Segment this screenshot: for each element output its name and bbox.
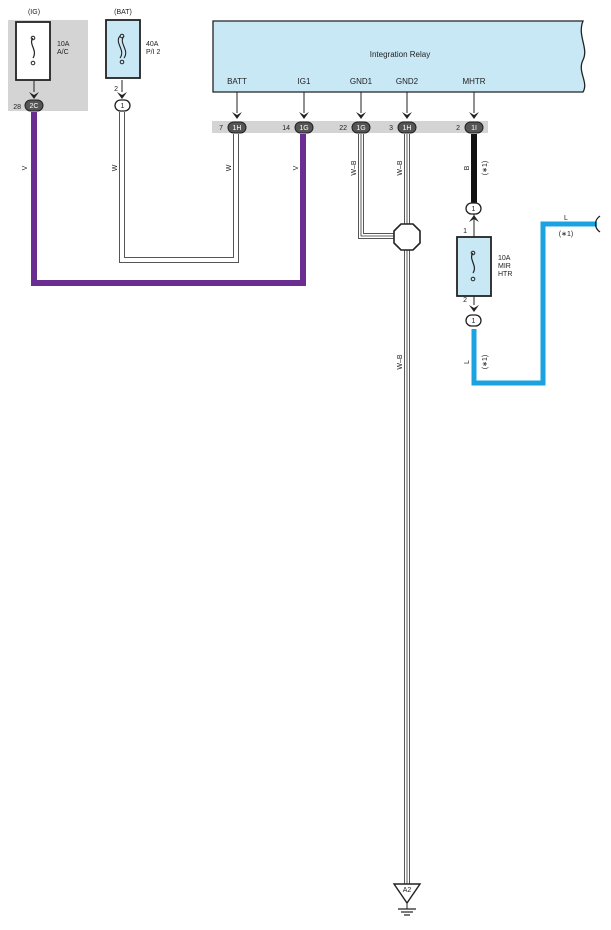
connector-gnd1-id: 1G bbox=[356, 125, 365, 132]
fuse-ac-source: (IG) bbox=[28, 9, 40, 16]
connector-batt-pin: 7 bbox=[219, 125, 223, 132]
pin-label-gnd2: GND2 bbox=[396, 77, 419, 86]
wire-label-b: B bbox=[464, 165, 471, 170]
fuse-mir-htr: 10A MIR HTR 1 2 bbox=[456, 228, 512, 304]
wire-break-mark bbox=[594, 215, 601, 233]
integration-relay-box bbox=[212, 20, 586, 93]
wire-label-wb-gnd2: W–B bbox=[397, 160, 404, 176]
connector-gnd1 bbox=[351, 121, 371, 134]
wire-label-wb-main: W–B bbox=[397, 354, 404, 370]
arrow-ac bbox=[29, 92, 39, 99]
wire-label-wb-gnd1: W–B bbox=[351, 160, 358, 176]
wire-wb-gnd1 bbox=[359, 134, 402, 238]
fuse-pi2: (BAT) 40A P/I 2 bbox=[105, 9, 161, 79]
wire-label-l-right: L bbox=[564, 215, 568, 222]
arrow-batt bbox=[232, 112, 242, 119]
connector-2c-id: 2C bbox=[30, 103, 39, 110]
wire-label-l-bottom-note: (∗1) bbox=[482, 355, 489, 369]
connector-strip bbox=[212, 121, 488, 133]
wire-label-w-right: W bbox=[226, 164, 233, 171]
wire-wb-gnd1-outline bbox=[358, 134, 402, 239]
connector-gnd2 bbox=[397, 121, 417, 134]
terminal-arrows bbox=[29, 92, 479, 312]
pin-label-batt: BATT bbox=[227, 77, 247, 86]
wire-wb-gnd1-stripe bbox=[360, 134, 402, 237]
fuse-mir-pin-bottom: 2 bbox=[463, 297, 467, 304]
connector-mhtr bbox=[464, 121, 484, 134]
fuse-ac-name: A/C bbox=[57, 49, 69, 56]
splice-point bbox=[393, 223, 421, 251]
relay-title: Integration Relay bbox=[370, 50, 430, 59]
fuse-mir-pin-top: 1 bbox=[463, 228, 467, 235]
wire-white bbox=[120, 112, 238, 262]
connector-batt bbox=[227, 121, 247, 134]
connector-gnd2-pin: 3 bbox=[389, 125, 393, 132]
wire-label-l-right-note: (∗1) bbox=[559, 231, 573, 238]
fuse-pi2-rating: 40A bbox=[146, 41, 159, 48]
fuse-ac: (IG) 10A A/C bbox=[15, 9, 70, 81]
connector-pi2-pin: 2 bbox=[114, 86, 118, 93]
fuse-pi2-name: P/I 2 bbox=[146, 49, 161, 56]
connector-pi2 bbox=[114, 99, 131, 112]
connector-2c bbox=[24, 99, 44, 112]
fuse-ac-rating: 10A bbox=[57, 41, 70, 48]
connector-ig1-id: 1G bbox=[299, 125, 308, 132]
connector-mir-bottom bbox=[465, 314, 482, 327]
connector-mir-top bbox=[465, 202, 482, 215]
arrow-gnd1 bbox=[356, 112, 366, 119]
connector-batt-id: 1H bbox=[233, 125, 242, 132]
wire-violet bbox=[31, 112, 306, 286]
arrow-mir-top bbox=[469, 215, 479, 222]
pin-label-mhtr: MHTR bbox=[462, 77, 485, 86]
ground-symbol: A2 bbox=[392, 883, 422, 916]
connector-gnd2-id: 1H bbox=[403, 125, 412, 132]
connector-mhtr-id: 1I bbox=[471, 125, 477, 132]
wire-label-w-left: W bbox=[112, 164, 119, 171]
relay-pin-leads bbox=[236, 92, 475, 113]
wire-label-v-right: V bbox=[293, 165, 300, 170]
ground-id: A2 bbox=[403, 887, 412, 894]
connector-2c-pin: 28 bbox=[13, 104, 21, 111]
connector-ig1 bbox=[294, 121, 314, 134]
arrow-mir-bottom bbox=[469, 305, 479, 312]
connector-mir-top-id: 1 bbox=[472, 206, 476, 213]
pin-label-gnd1: GND1 bbox=[350, 77, 373, 86]
wire-label-v-left: V bbox=[22, 165, 29, 170]
connector-ig1-pin: 14 bbox=[282, 125, 290, 132]
wire-label-l-bottom: L bbox=[464, 360, 471, 364]
wire-label-b-note: (∗1) bbox=[482, 161, 489, 175]
fuse-mir-name2: HTR bbox=[498, 271, 512, 278]
connector-mhtr-pin: 2 bbox=[456, 125, 460, 132]
connector-pi2-id: 1 bbox=[121, 103, 125, 110]
connector-mir-bottom-id: 1 bbox=[472, 318, 476, 325]
arrow-mhtr bbox=[469, 112, 479, 119]
arrow-pi2 bbox=[117, 92, 127, 99]
arrow-gnd2 bbox=[402, 112, 412, 119]
wire-light-blue bbox=[471, 221, 597, 386]
fuse-mir-name1: MIR bbox=[498, 263, 511, 270]
wire-white-outline bbox=[119, 112, 239, 263]
fuse-pi2-source: (BAT) bbox=[114, 9, 132, 16]
pin-label-ig1: IG1 bbox=[298, 77, 311, 86]
connector-gnd1-pin: 22 bbox=[339, 125, 347, 132]
arrow-ig1 bbox=[299, 112, 309, 119]
fuse-mir-rating: 10A bbox=[498, 255, 511, 262]
